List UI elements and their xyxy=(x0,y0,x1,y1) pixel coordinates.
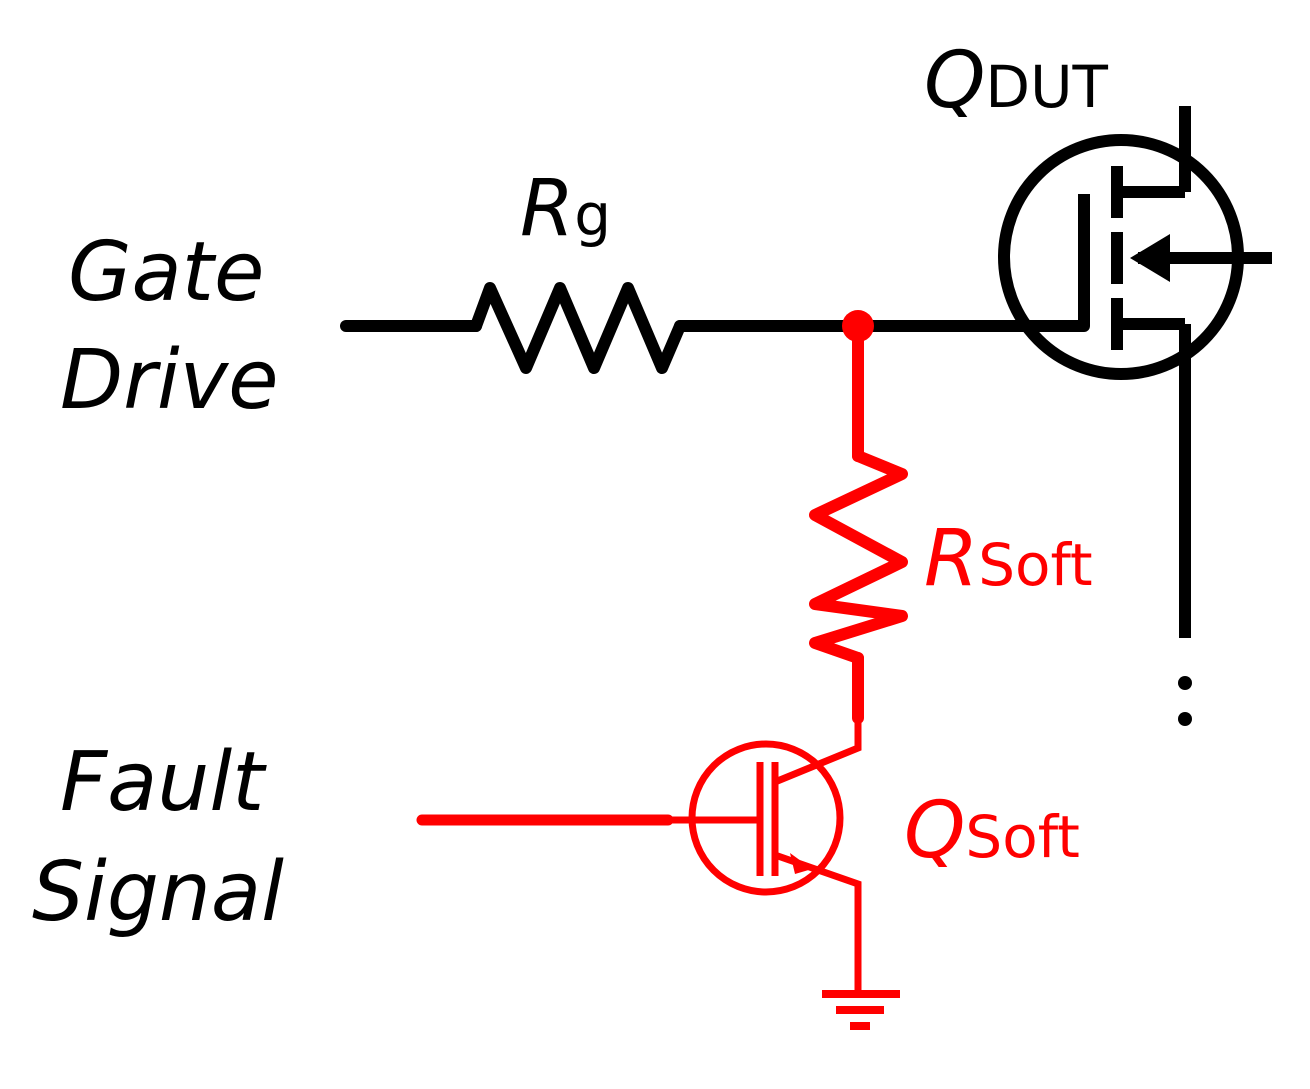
rg-subscript: g xyxy=(574,181,612,249)
qsoft-subscript: Soft xyxy=(965,803,1080,871)
qdut-label: QDUT xyxy=(924,42,1108,120)
mosfet-qdut xyxy=(998,106,1272,638)
continuation-dot xyxy=(1178,676,1192,690)
gate-drive-label-line2: Drive xyxy=(60,333,279,428)
rg-symbol: R xyxy=(520,164,575,254)
fault-signal-label-line1: Fault xyxy=(60,735,265,830)
mosfet-body-arrow xyxy=(1130,234,1170,282)
qdut-subscript: DUT xyxy=(985,53,1108,121)
igbt-emitter-arrow xyxy=(790,853,812,874)
rsoft-subscript: Soft xyxy=(978,531,1093,599)
resistor-rsoft xyxy=(809,450,908,664)
continuation-dot xyxy=(1178,712,1192,726)
fault-signal-label-line2: Signal xyxy=(32,845,284,940)
gate-path xyxy=(340,282,1090,374)
gate-drive-label-line1: Gate xyxy=(68,225,265,320)
rsoft-label: RSoft xyxy=(924,520,1093,598)
rg-label: Rg xyxy=(520,170,611,248)
ground-symbol xyxy=(822,990,900,1030)
qdut-symbol: Q xyxy=(924,36,986,126)
resistor-rg xyxy=(470,282,686,374)
igbt-qsoft xyxy=(416,718,862,990)
qsoft-label: QSoft xyxy=(904,792,1080,870)
igbt-collector-lead xyxy=(773,718,862,786)
junction-dot xyxy=(842,310,874,342)
soft-path xyxy=(809,320,908,724)
rsoft-symbol: R xyxy=(924,514,979,604)
qsoft-symbol: Q xyxy=(904,786,966,876)
